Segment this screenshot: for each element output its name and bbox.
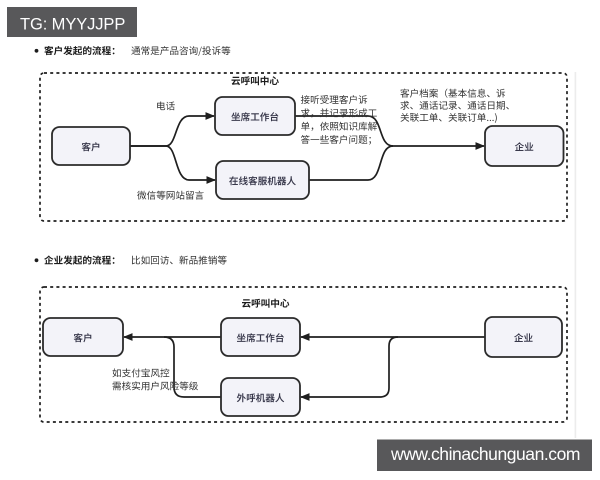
svg-text:www.chinachunguan.com: www.chinachunguan.com — [390, 444, 580, 464]
svg-text:TG: MYYJJPP: TG: MYYJJPP — [20, 16, 125, 34]
